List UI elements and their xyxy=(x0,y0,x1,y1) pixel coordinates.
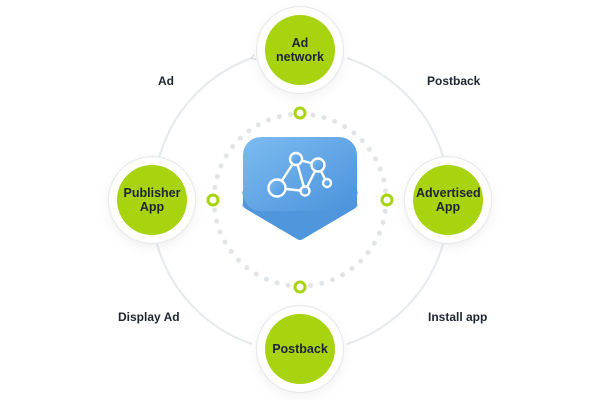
node-publisher-app-label: Publisher App xyxy=(123,186,181,214)
connector-dot-top xyxy=(293,106,307,120)
connector-dot-left xyxy=(206,193,220,207)
network-graph-stack-icon xyxy=(241,137,359,240)
edge-label-install-app: Install app xyxy=(428,310,488,324)
connector-dot-bottom xyxy=(293,280,307,294)
edge-label-postback: Postback xyxy=(427,74,481,88)
node-publisher-app: Publisher App xyxy=(117,165,187,235)
ring-arc-bottom-left xyxy=(152,235,253,345)
node-postback: Postback xyxy=(265,314,335,384)
edge-label-ad: Ad xyxy=(158,74,174,88)
ring-arc-top-left xyxy=(157,53,257,163)
node-advertised-app-label: Advertised App xyxy=(416,186,481,214)
node-advertised-app: Advertised App xyxy=(413,165,483,235)
ring-arc-top-right xyxy=(346,57,447,162)
connector-dot-right xyxy=(380,193,394,207)
edge-label-display-ad: Display Ad xyxy=(118,310,180,324)
node-postback-label: Postback xyxy=(272,342,328,356)
node-ad-network-label: Ad network xyxy=(276,36,324,64)
node-ad-network: Ad network xyxy=(265,15,335,85)
ring-arc-bottom-right xyxy=(346,238,447,345)
